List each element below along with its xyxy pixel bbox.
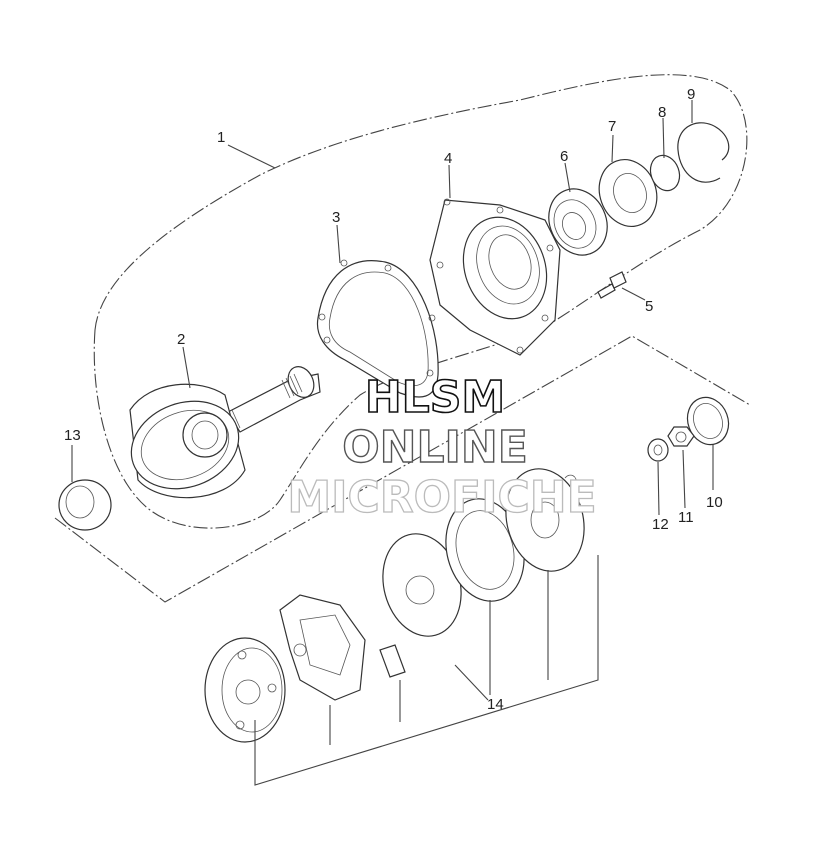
- clutch-drum-shaft: [129, 366, 321, 499]
- watermark-line3: MICROFICHE: [287, 472, 596, 523]
- washer-10-inner: [693, 403, 723, 439]
- callout-10: 10: [706, 494, 723, 511]
- leader-lines: [71, 100, 714, 701]
- callout-2: 2: [177, 331, 185, 348]
- clutch-assembly-14: [204, 468, 599, 786]
- nut-11: [667, 426, 695, 447]
- washer-12: [647, 438, 669, 462]
- bolt: [597, 271, 627, 299]
- callout-5: 5: [645, 298, 653, 315]
- watermark-line1: HLSM: [365, 372, 505, 423]
- callout-13: 13: [64, 427, 81, 444]
- callout-11: 11: [678, 509, 694, 526]
- callout-8: 8: [658, 104, 666, 121]
- ring-8: [649, 154, 681, 192]
- callout-1: 1: [217, 129, 225, 146]
- circlip-9: [677, 122, 730, 183]
- cover-housing: [429, 198, 561, 356]
- seal-ring-13: [58, 479, 112, 531]
- callout-6: 6: [560, 148, 568, 165]
- housing-outline: [93, 74, 748, 529]
- callout-3: 3: [332, 209, 340, 226]
- callout-7: 7: [608, 118, 616, 135]
- watermark-line2: ONLINE: [342, 422, 528, 473]
- callout-4: 4: [444, 150, 452, 167]
- callout-14: 14: [487, 696, 504, 713]
- bearing: [548, 188, 608, 256]
- callout-labels: 1 2 3 4 5 6 7 8 9 10 11 12 13 14: [64, 86, 723, 713]
- callout-12: 12: [652, 516, 669, 533]
- gasket: [316, 259, 439, 398]
- watermark: HLSM ONLINE MICROFICHE: [287, 371, 598, 523]
- washer-10: [686, 396, 730, 446]
- assembly-box: [54, 335, 751, 603]
- callout-9: 9: [687, 86, 695, 103]
